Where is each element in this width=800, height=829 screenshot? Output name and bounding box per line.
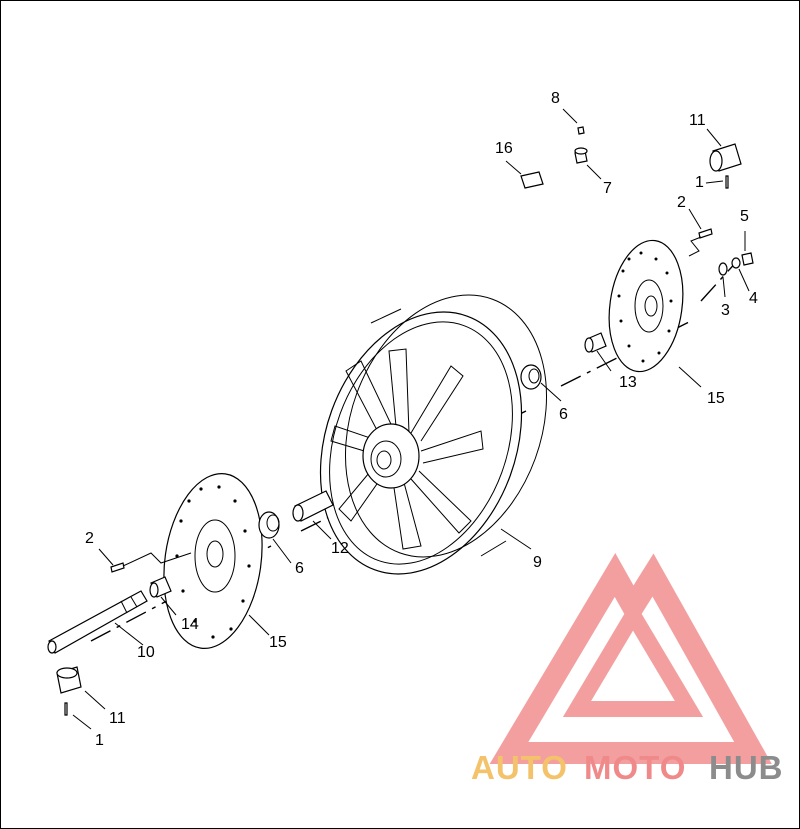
brake-rotor-right [608, 239, 684, 373]
callout-15-right: 15 [707, 390, 725, 407]
callout-1-top: 1 [695, 174, 704, 191]
callout-4: 4 [749, 290, 758, 307]
bearing-right [520, 364, 542, 390]
spacer-left [149, 576, 172, 598]
watermark-logo [489, 553, 772, 764]
watermark-auto: AUTO [471, 749, 568, 786]
callout-3: 3 [721, 302, 730, 319]
screw-bottom [64, 702, 68, 716]
axle [47, 590, 148, 654]
lock-washer [731, 257, 741, 269]
valve-cap [577, 126, 585, 135]
callout-7: 7 [603, 180, 612, 197]
nut [741, 252, 754, 266]
brake-rotor-left [163, 473, 263, 649]
axle-cap-top [709, 143, 742, 172]
weight [520, 171, 544, 189]
callout-16: 16 [495, 140, 513, 157]
callout-13: 13 [619, 374, 637, 391]
callout-1-bottom: 1 [95, 732, 104, 749]
callout-11-top: 11 [689, 112, 706, 129]
watermark-moto: MOTO [584, 749, 686, 786]
callout-10: 10 [137, 644, 155, 661]
callout-8: 8 [551, 90, 560, 107]
spacer-right [584, 332, 607, 353]
leader-lines [72, 108, 750, 730]
watermark-hub: HUB [709, 749, 784, 786]
bearing-left [258, 511, 280, 539]
screw-top [725, 175, 729, 189]
rotor-bolt-left [110, 552, 192, 573]
callout-14: 14 [181, 616, 199, 633]
callout-15-left: 15 [269, 634, 287, 651]
watermark-text: AUTO MOTO HUB [471, 749, 784, 786]
callout-12: 12 [331, 540, 349, 557]
callout-2-left: 2 [85, 530, 94, 547]
callout-9: 9 [533, 554, 542, 571]
washer [718, 262, 728, 276]
callout-6-right: 6 [559, 406, 568, 423]
callout-2-top: 2 [677, 194, 686, 211]
callout-labels: 8 11 16 7 1 2 5 3 4 13 6 15 12 9 2 6 14 … [85, 90, 758, 749]
callout-11-bottom: 11 [109, 710, 126, 727]
callout-5: 5 [740, 208, 749, 225]
cast-wheel [319, 294, 548, 575]
callout-6-left: 6 [295, 560, 304, 577]
valve-stem [574, 147, 588, 164]
spacer-long [292, 490, 334, 522]
rotor-bolt-top [688, 228, 713, 257]
axle-cap-bottom [56, 666, 82, 694]
